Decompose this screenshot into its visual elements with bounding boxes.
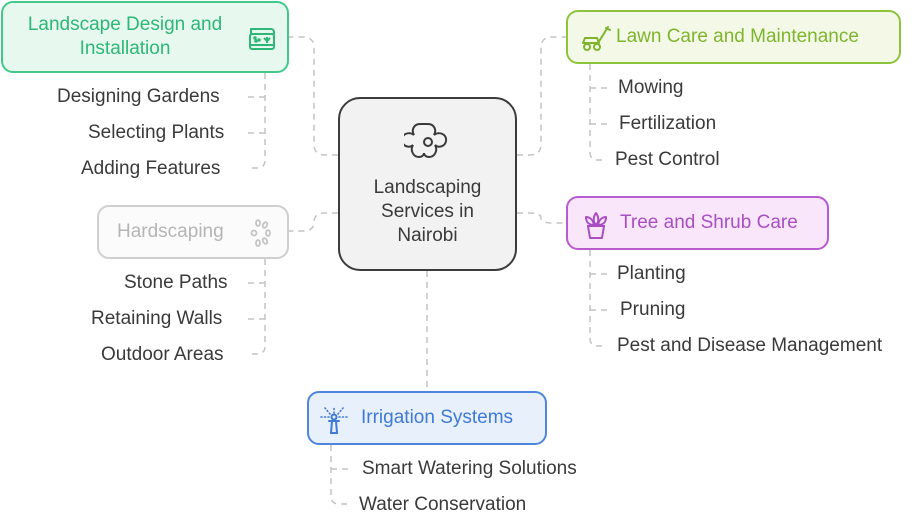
lawn-mower-icon (580, 25, 612, 53)
branch-lawn-care: Lawn Care and Maintenance (566, 10, 901, 64)
leaf-adding-features: Adding Features (81, 158, 221, 179)
garden-bed-icon (247, 23, 277, 55)
leaf-planting: Planting (617, 263, 686, 284)
central-topic-label: Landscaping Services in Nairobi (373, 177, 482, 246)
loading-spinner-icon (249, 219, 273, 247)
branch-irrigation-systems: Irrigation Systems (307, 391, 547, 445)
flower-icon (403, 120, 452, 166)
branch-tree-shrub-care: Tree and Shrub Care (566, 196, 829, 250)
branch-label: Tree and Shrub Care (620, 212, 798, 233)
leaf-selecting-plants: Selecting Plants (88, 122, 225, 143)
leaf-designing-gardens: Designing Gardens (57, 86, 220, 107)
branch-label: Landscape Design and Installation (27, 14, 223, 59)
sprinkler-icon (319, 405, 349, 435)
branch-label: Hardscaping (117, 221, 224, 242)
leaf-outdoor-areas: Outdoor Areas (101, 344, 224, 365)
leaf-pest-control: Pest Control (615, 149, 720, 170)
leaf-fertilization: Fertilization (619, 113, 717, 134)
central-topic: Landscaping Services in Nairobi (338, 97, 517, 271)
leaf-water-conservation: Water Conservation (359, 494, 527, 515)
potted-plant-icon (583, 210, 609, 240)
leaf-pruning: Pruning (620, 299, 686, 320)
leaf-retaining-walls: Retaining Walls (91, 308, 223, 329)
branch-hardscaping: Hardscaping (97, 205, 289, 259)
leaf-smart-watering-solutions: Smart Watering Solutions (362, 458, 577, 479)
branch-label: Lawn Care and Maintenance (616, 26, 859, 47)
leaf-stone-paths: Stone Paths (124, 272, 228, 293)
branch-label: Irrigation Systems (361, 407, 514, 428)
leaf-mowing: Mowing (618, 77, 684, 98)
leaf-pest-disease-management: Pest and Disease Management (617, 335, 883, 356)
branch-landscape-design: Landscape Design and Installation (1, 1, 289, 73)
